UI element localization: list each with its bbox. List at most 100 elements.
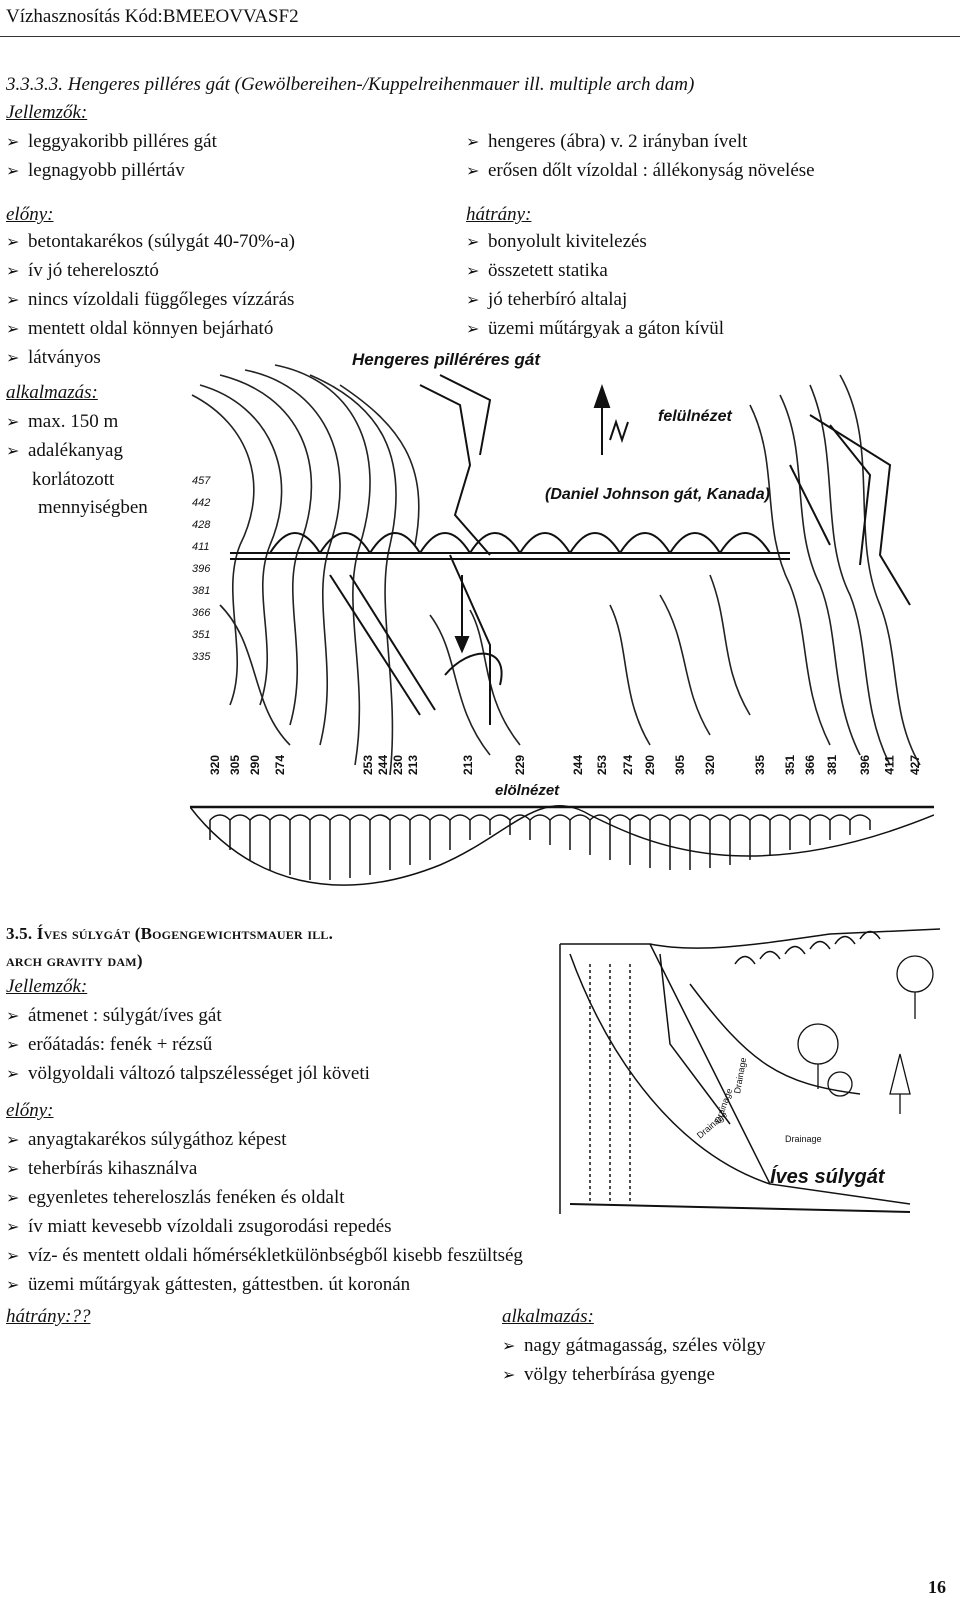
axis-label: 396 xyxy=(858,754,873,776)
north-arrow-icon xyxy=(593,383,629,455)
arrow-bullet-icon: ➢ xyxy=(466,163,480,180)
label-hatrany-2: hátrány: xyxy=(6,1306,72,1327)
list-item: ➢víz- és mentett oldali hőmérsékletkülön… xyxy=(6,1242,523,1271)
list-elony-2: ➢anyagtakarékos súlygáthoz képest ➢teher… xyxy=(6,1126,523,1300)
axis-label: 274 xyxy=(273,754,288,776)
diagram2-title: Íves súlygát xyxy=(770,1166,885,1188)
list-item: ➢összetett statika xyxy=(466,257,724,286)
drainage-label: Drainage xyxy=(732,1057,748,1095)
list-item: ➢üzemi műtárgyak gáttesten, gáttestben. … xyxy=(6,1271,523,1300)
list-item-cont: mennyiségben xyxy=(38,497,148,518)
arrow-bullet-icon: ➢ xyxy=(6,1161,20,1178)
arrow-bullet-icon: ➢ xyxy=(466,134,480,151)
arrow-bullet-icon: ➢ xyxy=(6,350,20,367)
list-item: ➢üzemi műtárgyak a gáton kívül xyxy=(466,315,724,344)
section-title-arch-gravity-l1: 3.5. Íves súlygát (Bogengewichtsmauer il… xyxy=(6,924,334,943)
list-item-cont: korlátozott xyxy=(32,469,115,490)
list-item: ➢látványos xyxy=(6,344,295,373)
arrow-bullet-icon: ➢ xyxy=(6,1219,20,1236)
contour-label: 457 xyxy=(192,475,211,487)
list-alkalmazas-2: ➢nagy gátmagasság, széles völgy ➢völgy t… xyxy=(502,1332,766,1390)
list-item: ➢bonyolult kivitelezés xyxy=(466,228,724,257)
contour-label: 428 xyxy=(192,519,211,531)
diagram1-label-felulnezet: felülnézet xyxy=(658,408,732,425)
contour-label: 411 xyxy=(192,541,210,553)
contour-label: 442 xyxy=(192,497,211,509)
label-alkalmazas-1: alkalmazás: xyxy=(6,382,98,403)
arch-gravity-dam-illustration: Drainage Drainage Drainage Drainage xyxy=(559,928,941,1214)
axis-label: 411 xyxy=(882,755,897,775)
axis-label: 290 xyxy=(248,754,263,776)
contour-label: 396 xyxy=(192,563,211,575)
contour-label: 351 xyxy=(192,629,211,641)
axis-label: 305 xyxy=(673,754,688,776)
arrow-bullet-icon: ➢ xyxy=(6,1066,20,1083)
list-item: ➢átmenet : súlygát/íves gát xyxy=(6,1002,370,1031)
header-rule xyxy=(0,36,960,37)
list-item: ➢erőátadás: fenék + rézsű xyxy=(6,1031,370,1060)
drainage-label: Drainage xyxy=(695,1109,729,1140)
diagram1-label-elolnezet: elölnézet xyxy=(495,782,560,799)
section-title-multiple-arch: 3.3.3.3. Hengeres pilléres gát (Gewölber… xyxy=(6,74,695,95)
axis-label: 320 xyxy=(208,754,223,776)
list-jellemzok-right: ➢hengeres (ábra) v. 2 irányban ívelt ➢er… xyxy=(466,128,815,186)
axis-label: 230 xyxy=(391,754,406,776)
axis-label-row: 320 305 290 274 253 244 230 213 213 229 … xyxy=(200,754,930,782)
list-item: ➢völgyoldali változó talpszélességet jól… xyxy=(6,1060,370,1089)
axis-label: 213 xyxy=(406,754,421,776)
diagram1-caption: (Daniel Johnson gát, Kanada) xyxy=(545,486,770,503)
page-number: 16 xyxy=(928,1577,946,1597)
multiple-arch-dam-diagram xyxy=(190,364,934,886)
arrow-bullet-icon: ➢ xyxy=(6,1190,20,1207)
axis-label: 274 xyxy=(621,754,636,776)
axis-label: 244 xyxy=(376,754,391,776)
list-item: ➢nagy gátmagasság, széles völgy xyxy=(502,1332,766,1361)
arrow-bullet-icon: ➢ xyxy=(466,292,480,309)
arrow-bullet-icon: ➢ xyxy=(6,1248,20,1265)
axis-label: 253 xyxy=(361,754,376,776)
list-jellemzok-left: ➢leggyakoribb pilléres gát ➢legnagyobb p… xyxy=(6,128,217,186)
list-item: ➢mentett oldal könnyen bejárható xyxy=(6,315,295,344)
arrow-bullet-icon: ➢ xyxy=(6,1277,20,1294)
hatrany-2: hátrány:?? xyxy=(6,1306,90,1328)
list-jellemzok-2: ➢átmenet : súlygát/íves gát ➢erőátadás: … xyxy=(6,1002,370,1089)
axis-label: 290 xyxy=(643,754,658,776)
page-header: Vízhasznosítás Kód:BMEEOVVASF2 xyxy=(6,6,299,27)
arrow-bullet-icon: ➢ xyxy=(6,1008,20,1025)
list-item: ➢anyagtakarékos súlygáthoz képest xyxy=(6,1126,523,1155)
arrow-bullet-icon: ➢ xyxy=(466,234,480,251)
arrow-bullet-icon: ➢ xyxy=(6,321,20,338)
arrow-bullet-icon: ➢ xyxy=(466,321,480,338)
list-item: ➢hengeres (ábra) v. 2 irányban ívelt xyxy=(466,128,815,157)
contour-label: 366 xyxy=(192,607,211,619)
arrow-bullet-icon: ➢ xyxy=(6,414,20,431)
axis-label: 244 xyxy=(571,754,586,776)
diagram1-title: Hengeres pilléréres gát xyxy=(352,350,541,369)
label-hatrany-1: hátrány: xyxy=(466,204,532,225)
arrow-bullet-icon: ➢ xyxy=(502,1367,516,1384)
axis-label: 213 xyxy=(461,754,476,776)
list-item: ➢legnagyobb pillértáv xyxy=(6,157,217,186)
list-alkalmazas-1: ➢max. 150 m ➢adalékanyag korlátozott men… xyxy=(6,408,148,522)
label-elony-2: előny: xyxy=(6,1100,54,1121)
list-item: ➢max. 150 m xyxy=(6,408,148,437)
label-alkalmazas-2: alkalmazás: xyxy=(502,1306,594,1327)
axis-label: 305 xyxy=(228,754,243,776)
arrow-bullet-icon: ➢ xyxy=(6,163,20,180)
arrow-bullet-icon: ➢ xyxy=(6,234,20,251)
axis-label: 335 xyxy=(753,754,768,776)
list-item: ➢ív miatt kevesebb vízoldali zsugorodási… xyxy=(6,1213,523,1242)
arrow-bullet-icon: ➢ xyxy=(6,443,20,460)
axis-label: 381 xyxy=(825,754,840,776)
axis-label: 427 xyxy=(908,754,923,776)
arrow-bullet-icon: ➢ xyxy=(6,134,20,151)
axis-label: 320 xyxy=(703,754,718,776)
hatrany-2-value: ?? xyxy=(71,1306,91,1327)
label-jellemzok-2: Jellemzők: xyxy=(6,976,88,997)
contour-labels: 457 442 428 411 396 381 366 351 335 xyxy=(192,470,210,668)
list-item: ➢betontakarékos (súlygát 40-70%-a) xyxy=(6,228,295,257)
arrow-bullet-icon: ➢ xyxy=(6,263,20,280)
contour-label: 335 xyxy=(192,651,211,663)
list-item: ➢teherbírás kihasználva xyxy=(6,1155,523,1184)
tree-icon xyxy=(797,955,934,1114)
